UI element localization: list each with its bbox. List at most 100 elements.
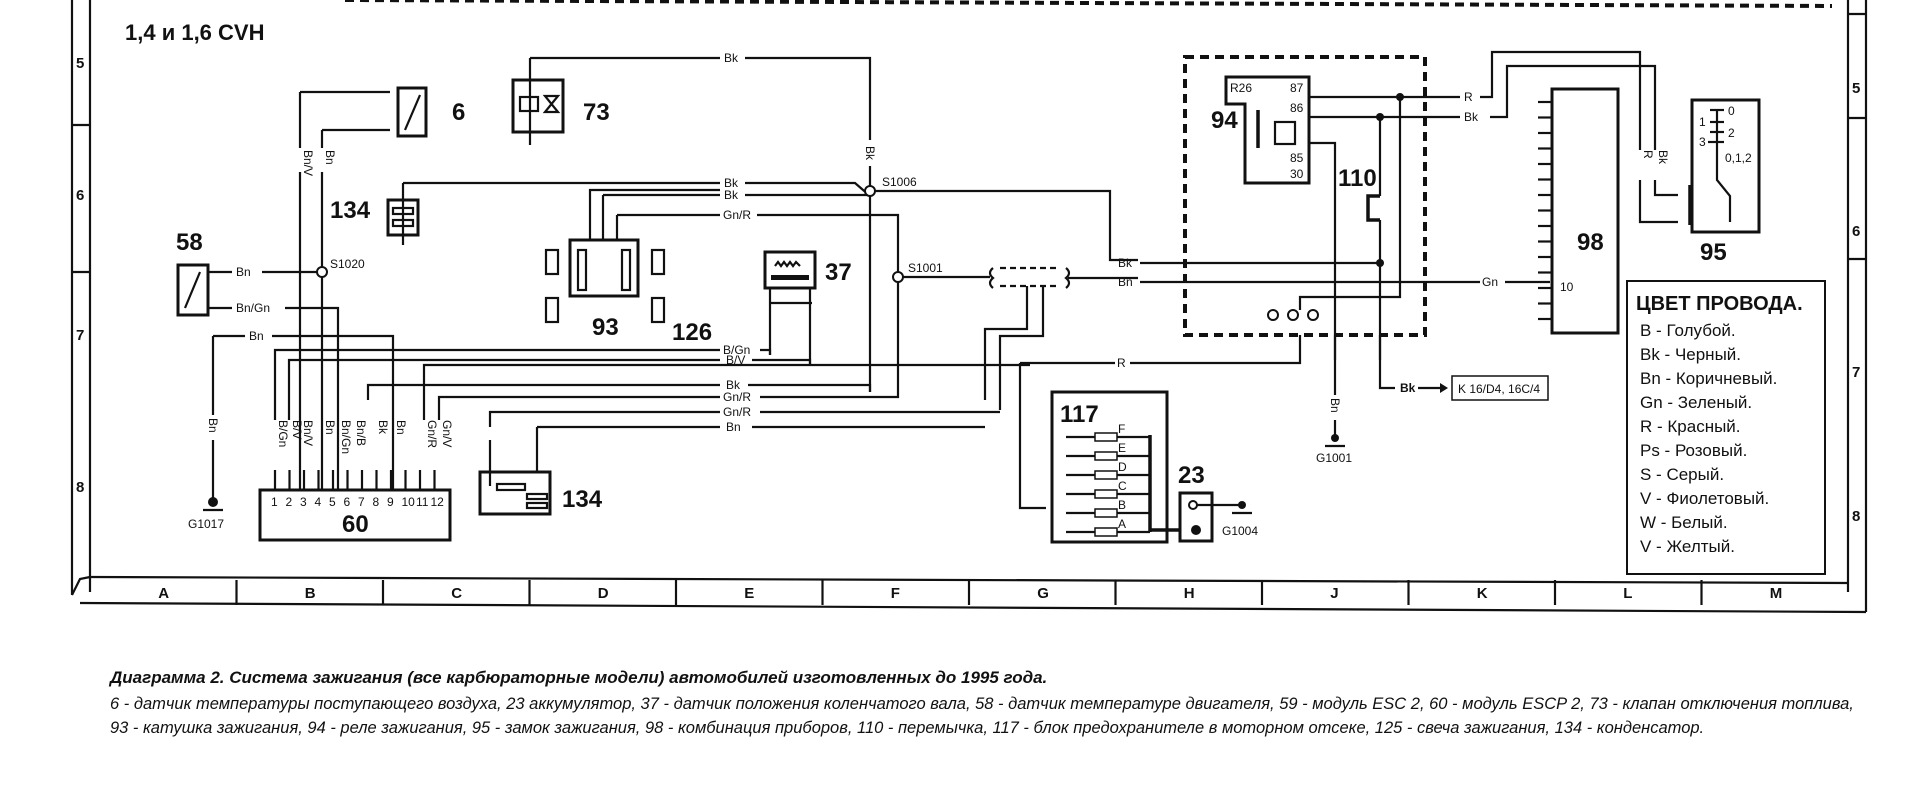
row-label-5: 5	[76, 55, 84, 72]
ground-g1017: G1017	[188, 517, 224, 531]
component-label-95: 95	[1700, 239, 1727, 266]
module-60-pin-6: 6	[344, 495, 351, 509]
legend-item: Ps - Розовый.	[1640, 441, 1747, 460]
component-label-134-upper: 134	[330, 197, 371, 224]
column-label-m: M	[1770, 585, 1783, 602]
row-label-8: 8	[76, 479, 84, 496]
wire-label-gn-98: Gn	[1482, 275, 1498, 289]
column-label-j: J	[1330, 585, 1338, 602]
component-label-37: 37	[825, 259, 852, 286]
module-60-wire-label: Bn	[394, 420, 408, 435]
column-label-c: C	[451, 585, 462, 602]
column-label-e: E	[744, 585, 754, 602]
engine-header: 1,4 и 1,6 CVH	[125, 20, 264, 45]
module-60-pin-11: 11	[416, 495, 429, 509]
component-95-ignition-switch: 0 1 2 3 0,1,2 95	[1688, 98, 1761, 266]
wire-label-bk-ref: Bk	[1400, 381, 1416, 395]
component-label-58: 58	[176, 229, 203, 256]
column-label-d: D	[598, 585, 609, 602]
component-label-110: 110	[1338, 165, 1377, 192]
row-label-5-right: 5	[1852, 80, 1860, 97]
column-label-a: A	[158, 585, 169, 602]
wire-label-bv-37: B/V	[726, 353, 745, 367]
wire-label-gnr-low2: Gn/R	[723, 405, 751, 419]
module-60-wire-label: Bn	[323, 420, 337, 435]
column-label-g: G	[1037, 585, 1049, 602]
component-73-fuel-cutoff-valve: 73	[511, 58, 610, 145]
column-label-f: F	[891, 585, 900, 602]
legend-item: R - Красный.	[1640, 417, 1741, 436]
module-60-pin-3: 3	[300, 495, 307, 509]
module-60-wire-label: Bk	[376, 420, 390, 435]
wire-label-bk-95: Bk	[1656, 150, 1670, 165]
wire-label-bk-93: Bk	[724, 188, 739, 202]
wire-color-legend: ЦВЕТ ПРОВОДА. B - Голубой.Bk - Черный.Bn…	[1626, 280, 1826, 575]
wire-label-bn-58: Bn	[236, 265, 251, 279]
legend-item: Gn - Зеленый.	[1640, 393, 1752, 412]
wire-label-bn: Bn	[323, 150, 337, 165]
wire-label-gnr-low1: Gn/R	[723, 390, 751, 404]
column-label-b: B	[305, 585, 316, 602]
wire-label-r-95: R	[1641, 150, 1655, 159]
splice-s1001: S1001	[908, 261, 943, 275]
module-60-pin-8: 8	[373, 495, 380, 509]
caption-body: 6 - датчик температуры поступающего возд…	[110, 695, 1854, 737]
component-label-6: 6	[452, 99, 465, 126]
switch-pos-2: 2	[1728, 126, 1735, 140]
wire-label-bn-94: Bn	[1118, 275, 1133, 289]
wire-label-bn-row7: Bn	[249, 329, 264, 343]
fuse-d: D	[1118, 460, 1127, 474]
module-60-wire-label: Gn/R	[425, 420, 439, 448]
splice-s1006: S1006	[882, 175, 917, 189]
wire-label-bk-vertical: Bk	[863, 146, 877, 161]
wire-label-bk-low: Bk	[726, 378, 741, 392]
legend-item: S - Серый.	[1640, 465, 1724, 484]
module-60-pin-9: 9	[387, 495, 394, 509]
wire-label-gnr-93: Gn/R	[723, 208, 751, 222]
switch-pos-0: 0	[1728, 104, 1735, 118]
component-126-spark-plugs: 126	[544, 248, 712, 346]
caption-title: Диаграмма 2. Система зажигания (все карб…	[110, 668, 1048, 687]
fuse-f: F	[1118, 422, 1125, 436]
reference-box	[1451, 375, 1549, 401]
cluster-pin-10: 10	[1560, 280, 1574, 294]
component-23-battery: 23	[1178, 462, 1214, 543]
wire-label-bgn-37: B/Gn	[723, 343, 750, 357]
fuse-a: A	[1118, 517, 1126, 531]
relay-pin-30: 30	[1290, 167, 1304, 181]
row-label-6: 6	[76, 187, 84, 204]
fuse-c: C	[1118, 479, 1127, 493]
switch-pos-1: 1	[1699, 115, 1706, 129]
component-label-93: 93	[592, 314, 619, 341]
component-label-94: 94	[1211, 107, 1238, 134]
ground-g1001: G1001	[1316, 451, 1352, 465]
component-134-capacitor-upper: 134	[330, 183, 420, 245]
component-label-117: 117	[1060, 401, 1099, 428]
component-134-capacitor-lower: 134	[478, 440, 603, 516]
component-label-73: 73	[583, 99, 610, 126]
switch-pos-3: 3	[1699, 135, 1706, 149]
module-60-pin-12: 12	[431, 495, 445, 509]
component-94-ignition-relay: R26 87 86 85 30 94	[1211, 75, 1311, 185]
ground-g1004: G1004	[1222, 524, 1258, 538]
fuse-e: E	[1118, 441, 1126, 455]
relay-pin-85: 85	[1290, 151, 1304, 165]
relay-pin-86: 86	[1290, 101, 1304, 115]
row-label-7-right: 7	[1852, 364, 1860, 381]
reference-text: K 16/D4, 16C/4	[1458, 382, 1540, 396]
legend-item: B - Голубой.	[1640, 321, 1736, 340]
row-label-7: 7	[76, 327, 84, 344]
wire-label-r-87: R	[1464, 90, 1473, 104]
wire-label-bn-g1001: Bn	[1328, 398, 1342, 413]
wire-label-bn-g1017: Bn	[206, 418, 220, 433]
wire-label-bk-94: Bk	[1118, 256, 1133, 270]
column-label-h: H	[1184, 585, 1195, 602]
row-label-6-right: 6	[1852, 223, 1860, 240]
module-60-pin-7: 7	[358, 495, 365, 509]
column-label-k: K	[1477, 585, 1488, 602]
legend-item: V - Фиолетовый.	[1640, 489, 1769, 508]
module-60-wire-label: Bn/Gn	[339, 420, 353, 454]
column-label-l: L	[1623, 585, 1632, 602]
